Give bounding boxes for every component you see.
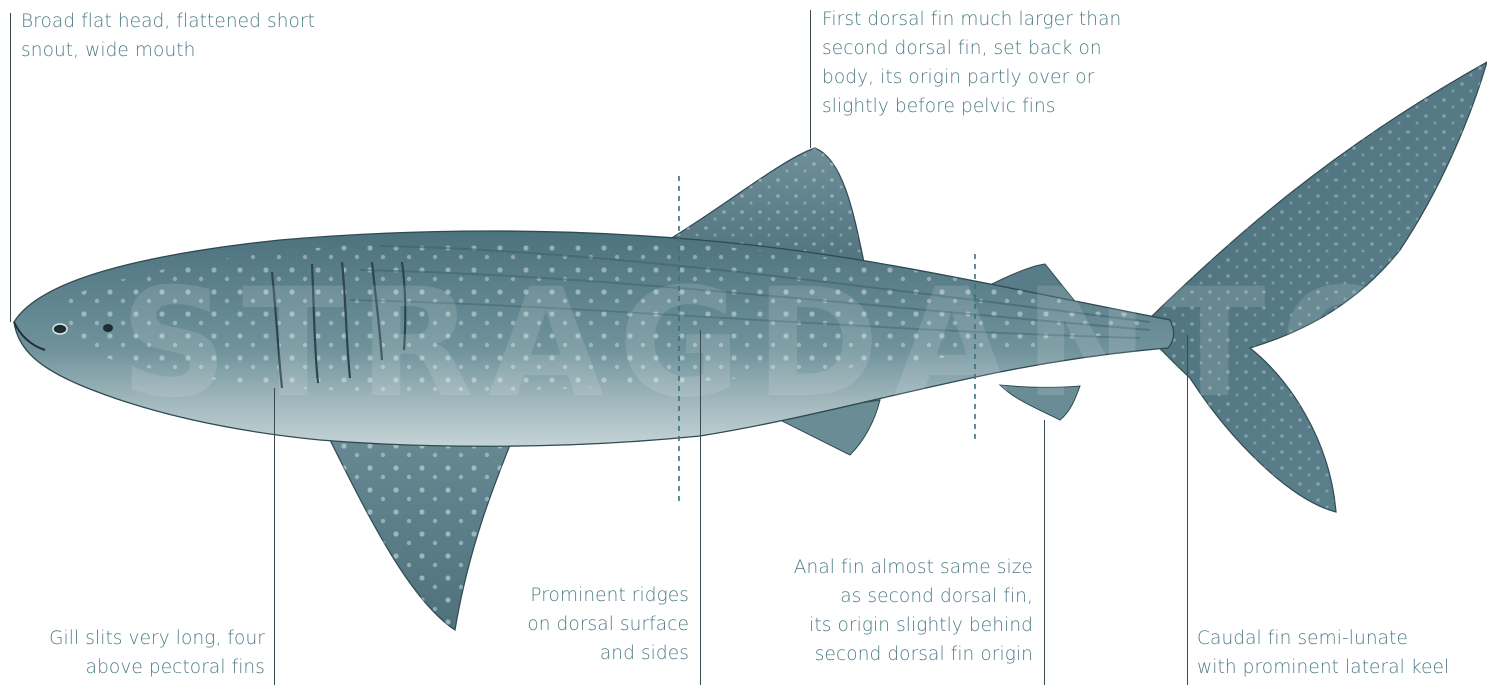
- anal-annotation-line: as second dorsal fin,: [794, 582, 1033, 611]
- ridges-annotation-line: Prominent ridges: [527, 581, 689, 610]
- caudal-annotation: Caudal fin semi-lunate with prominent la…: [1197, 624, 1449, 682]
- gills-annotation-line: above pectoral fins: [49, 653, 265, 682]
- watermark-text: STRAGDANTO: [120, 257, 1421, 431]
- dorsal-annotation: First dorsal fin much larger than second…: [822, 5, 1121, 121]
- gills-annotation-line: Gill slits very long, four: [49, 624, 265, 653]
- gills-annotation: Gill slits very long, four above pectora…: [49, 624, 265, 682]
- ridges-annotation-line: on dorsal surface: [527, 610, 689, 639]
- anal-annotation-line: Anal fin almost same size: [794, 553, 1033, 582]
- dorsal-annotation-line: second dorsal fin, set back on: [822, 34, 1121, 63]
- ridges-annotation: Prominent ridges on dorsal surface and s…: [527, 581, 689, 668]
- caudal-annotation-line: Caudal fin semi-lunate: [1197, 624, 1449, 653]
- dorsal-annotation-line: First dorsal fin much larger than: [822, 5, 1121, 34]
- head-annotation-line: Broad flat head, flattened short: [21, 7, 315, 36]
- head-annotation: Broad flat head, flattened short snout, …: [21, 7, 315, 65]
- dorsal-annotation-line: body, its origin partly over or: [822, 63, 1121, 92]
- anal-annotation: Anal fin almost same size as second dors…: [794, 553, 1033, 669]
- anal-annotation-line: its origin slightly behind: [794, 611, 1033, 640]
- dorsal-annotation-line: slightly before pelvic fins: [822, 92, 1121, 121]
- ridges-annotation-line: and sides: [527, 639, 689, 668]
- head-annotation-line: snout, wide mouth: [21, 36, 315, 65]
- caudal-annotation-line: with prominent lateral keel: [1197, 653, 1449, 682]
- anal-annotation-line: second dorsal fin origin: [794, 640, 1033, 669]
